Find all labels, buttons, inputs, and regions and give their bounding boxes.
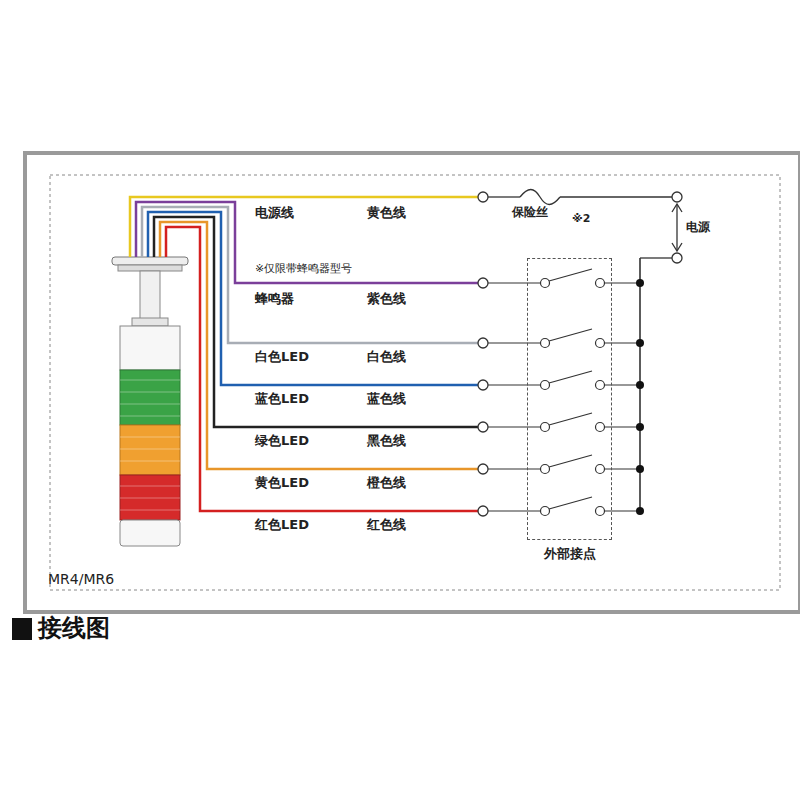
contact-switches [478,192,644,516]
wire-label: 蓝色LED [255,391,309,407]
wires [130,197,483,511]
wire-label: 橙色线 [367,475,406,491]
wire-label: 黄色线 [367,205,406,221]
wire-label: 黄色LED [255,475,309,491]
outer-frame [25,153,800,612]
wire-label: 白色LED [255,349,309,365]
wire-label: 紫色线 [367,291,406,307]
wire-label: 白色线 [367,349,406,365]
signal-tower [112,257,188,546]
title-square [12,618,32,640]
wire-label: 绿色LED [255,433,309,449]
wire-label: 蜂鸣器 [255,291,294,307]
fuse-and-power [488,190,682,512]
wire-label: 红色LED [255,517,309,533]
wire-label: MR4/MR6 [48,571,114,588]
wire-label: 电源 [686,220,710,234]
wire-label: 保险丝 [512,205,548,219]
wire-label: 红色线 [367,517,406,533]
box-heading: 外部接点 [544,545,596,563]
wire-label: 电源线 [255,205,294,221]
inner-frame [50,175,780,590]
wire-label: ※仅限带蜂鸣器型号 [255,262,352,275]
wire-label: ※2 [572,212,590,225]
diagram-title: 接线图 [38,614,110,643]
contact-box: 外部接点 [527,258,612,540]
wire-label: 蓝色线 [367,391,406,407]
wire-label: 黑色线 [367,433,406,449]
